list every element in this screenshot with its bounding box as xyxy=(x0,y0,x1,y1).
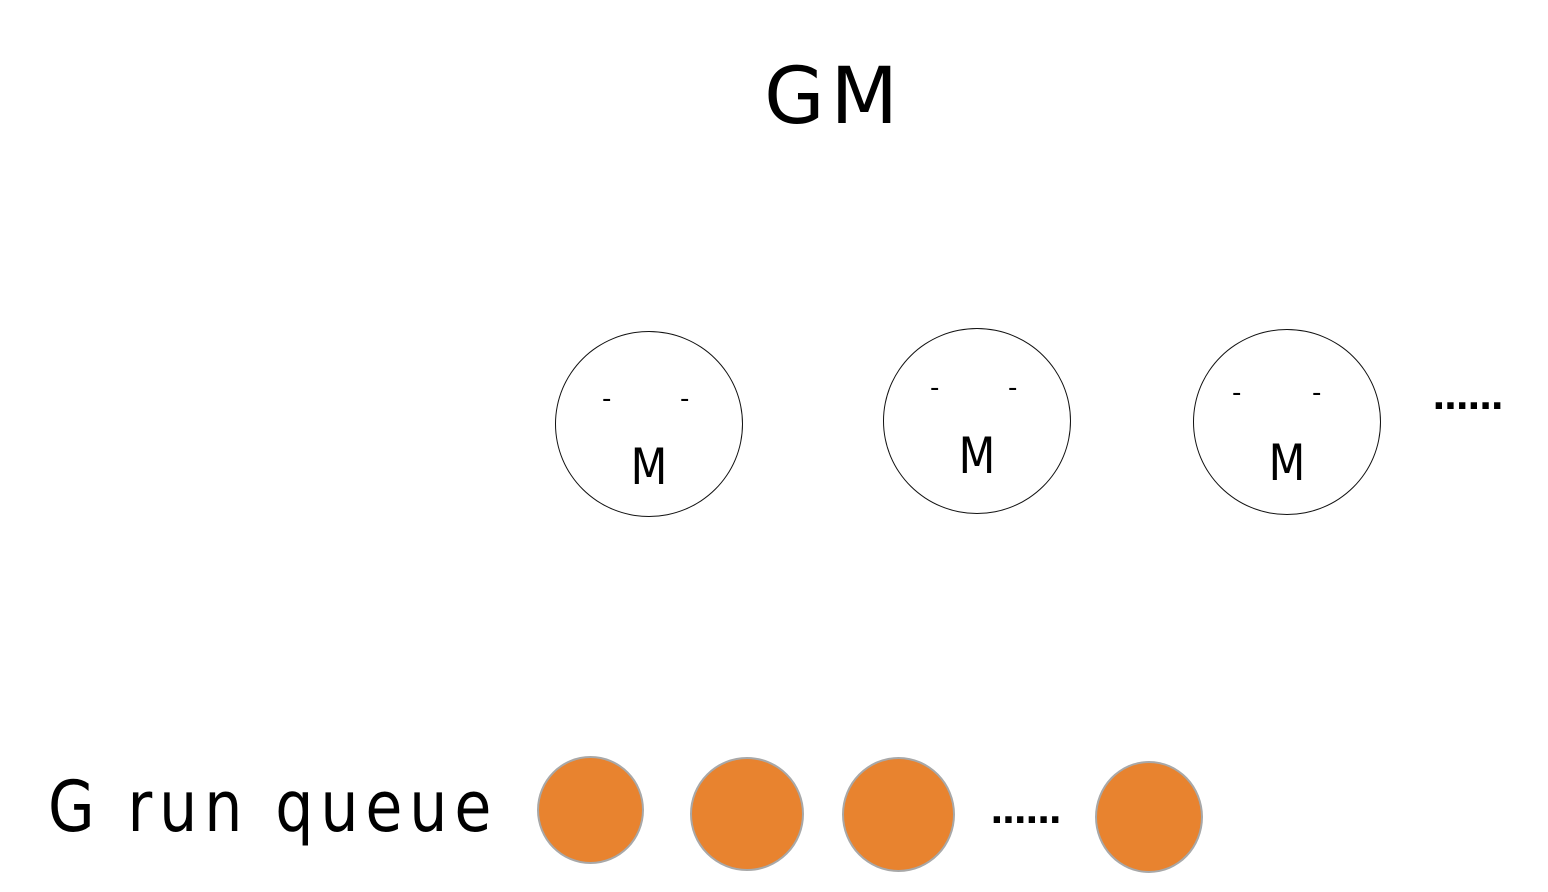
m-label: M xyxy=(958,427,996,485)
m-label: M xyxy=(630,438,668,496)
m-thread-circle: - - M xyxy=(883,328,1071,514)
goroutine-circle xyxy=(537,756,644,864)
m-thread-circle: - - M xyxy=(555,331,743,517)
m-eye-left: - xyxy=(930,373,940,403)
queue-ellipsis: ...... xyxy=(990,791,1062,832)
m-thread-circle: - - M xyxy=(1193,329,1381,515)
goroutine-circle xyxy=(1095,761,1203,873)
queue-label: G run queue xyxy=(48,766,499,848)
goroutine-circle xyxy=(842,757,955,872)
m-eye-right: - xyxy=(1312,378,1322,408)
m-eye-right: - xyxy=(1008,373,1018,403)
m-label: M xyxy=(1268,434,1306,492)
goroutine-circle xyxy=(690,757,804,871)
m-threads-ellipsis: ...... xyxy=(1432,377,1504,418)
m-eye-left: - xyxy=(1232,378,1242,408)
diagram-title: GM xyxy=(764,52,904,142)
m-eye-left: - xyxy=(602,384,612,414)
m-eye-right: - xyxy=(680,384,690,414)
